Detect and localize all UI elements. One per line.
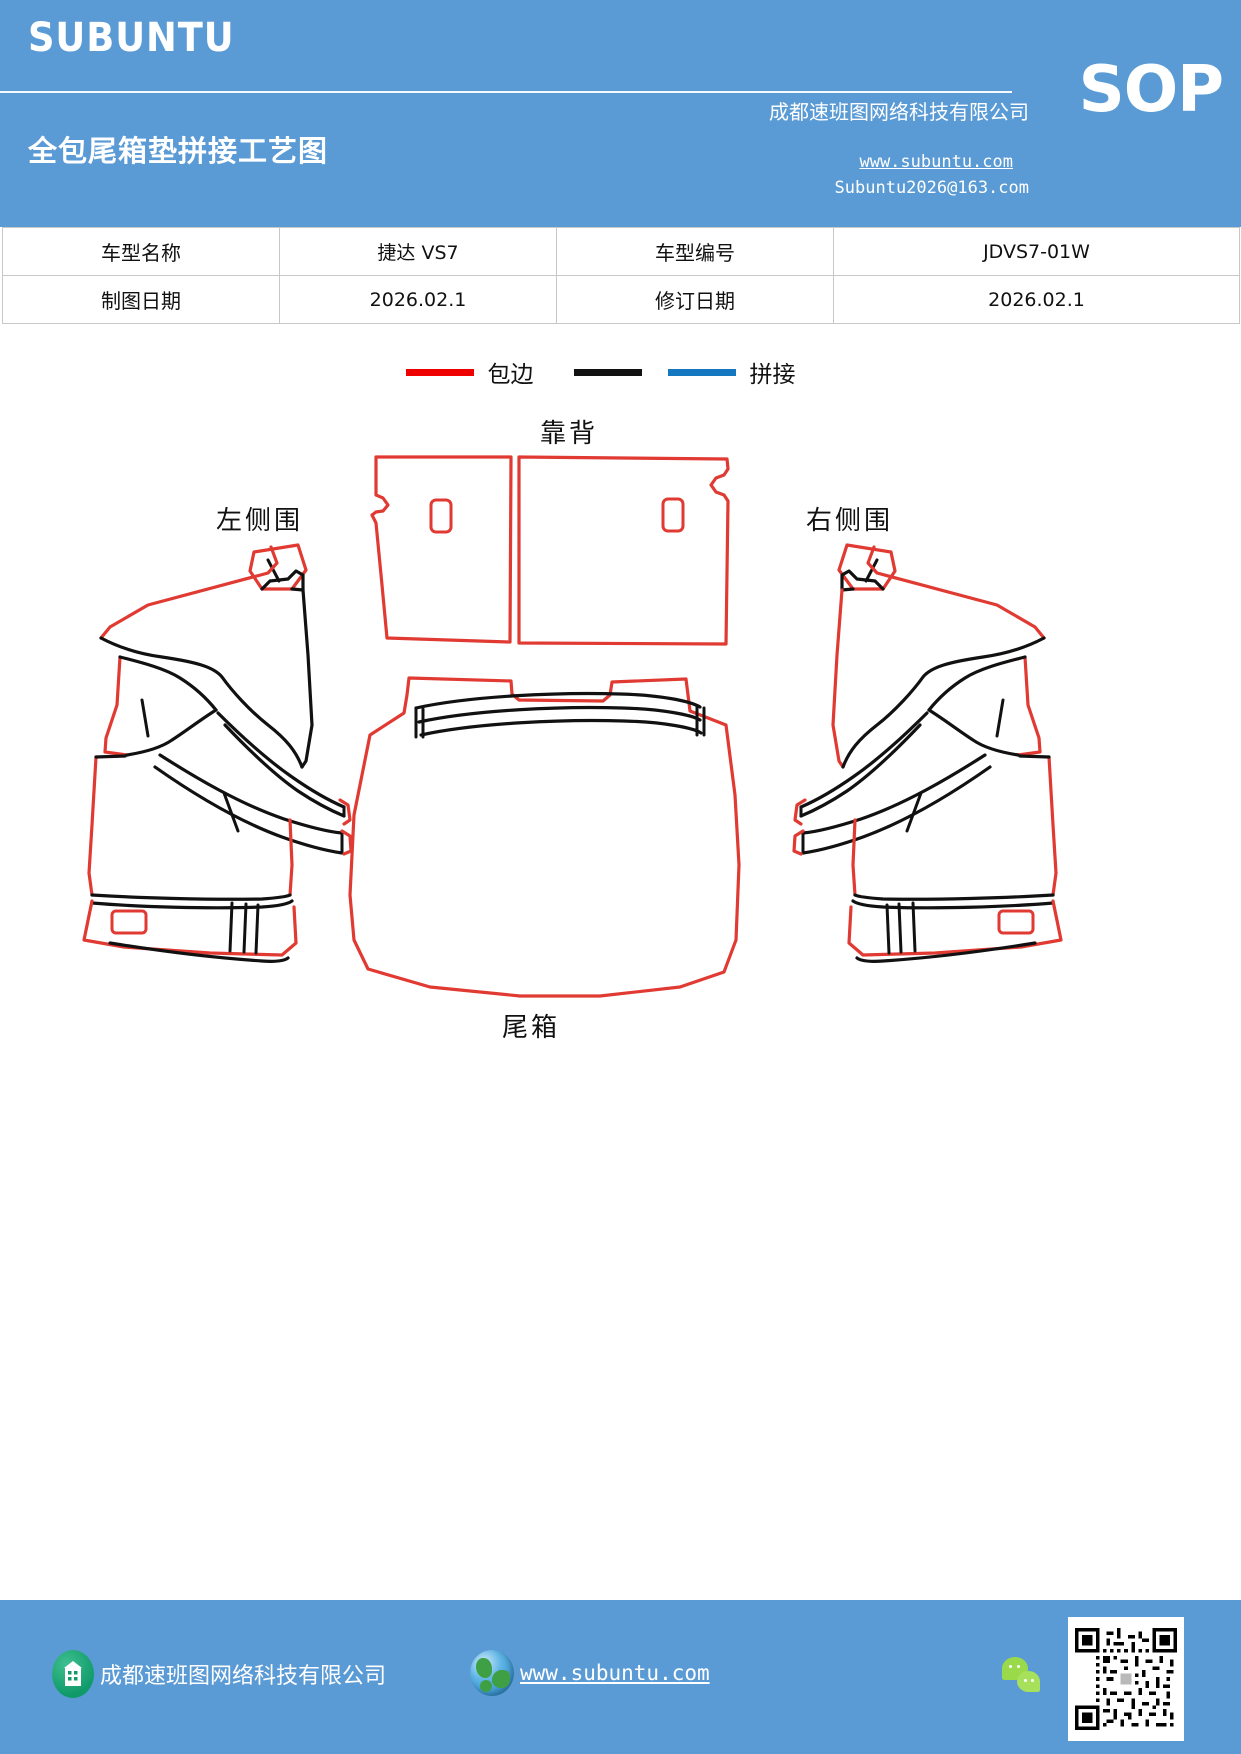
qr-code — [1068, 1617, 1184, 1741]
backrest-left-slot — [429, 498, 453, 534]
part-label-left-side: 左侧围 — [216, 506, 304, 535]
part-backrest-left — [370, 455, 513, 644]
building-icon — [52, 1650, 94, 1698]
legend-item-binding: 包边 — [405, 355, 574, 389]
label-model-code: 车型编号 — [556, 227, 834, 276]
part-backrest-right — [517, 455, 730, 646]
legend-label-binding: 包边 — [487, 362, 534, 387]
header-company-name: 成都速班图网络科技有限公司 — [769, 102, 1029, 124]
footer-company-name: 成都速班图网络科技有限公司 — [100, 1663, 387, 1688]
right-side-cutout — [997, 909, 1035, 935]
vehicle-info-table: 车型名称 捷达 VS7 车型编号 JDVS7-01W 制图日期 2026.02.… — [2, 227, 1240, 324]
footer-website-block[interactable]: www.subuntu.com — [470, 1650, 710, 1696]
table-row: 制图日期 2026.02.1 修订日期 2026.02.1 — [2, 275, 1240, 324]
value-draw-date: 2026.02.1 — [279, 275, 557, 324]
drawing-canvas — [82, 455, 1063, 998]
value-revise-date: 2026.02.1 — [833, 275, 1240, 324]
header-email: Subuntu2026@163.com — [834, 178, 1029, 198]
header-divider — [0, 91, 1012, 93]
page-title: 全包尾箱垫拼接工艺图 — [28, 134, 329, 168]
brand-logo: SUBUNTU — [28, 15, 235, 61]
table-row: 车型名称 捷达 VS7 车型编号 JDVS7-01W — [2, 227, 1240, 276]
legend-swatch-black-icon — [573, 368, 642, 376]
legend-item-splice: 拼接 — [573, 355, 836, 389]
label-revise-date: 修订日期 — [556, 275, 834, 324]
legend-swatch-blue-icon — [667, 368, 736, 376]
part-trunk-mat — [348, 676, 741, 998]
part-label-right-side: 右侧围 — [806, 506, 894, 535]
legend-label-splice: 拼接 — [749, 362, 796, 387]
part-label-backrest: 靠背 — [540, 419, 599, 448]
legend-swatch-red-icon — [405, 368, 474, 376]
legend: 包边 拼接 — [0, 355, 1241, 389]
wechat-icon — [1002, 1657, 1044, 1697]
value-model-name: 捷达 VS7 — [279, 227, 557, 276]
left-side-cutout — [110, 909, 148, 935]
page-footer: 成都速班图网络科技有限公司 www.subuntu.com — [0, 1600, 1241, 1754]
part-label-trunk: 尾箱 — [502, 1013, 561, 1042]
header-website-link[interactable]: www.subuntu.com — [859, 152, 1013, 172]
sop-badge: SOP — [1078, 53, 1224, 127]
technical-drawing: 靠背 左侧围 右侧围 尾箱 — [0, 395, 1241, 1095]
part-left-side — [82, 543, 353, 963]
label-model-name: 车型名称 — [2, 227, 280, 276]
globe-icon — [470, 1650, 514, 1696]
label-draw-date: 制图日期 — [2, 275, 280, 324]
footer-company-block: 成都速班图网络科技有限公司 — [52, 1650, 386, 1698]
page-header: SUBUNTU 全包尾箱垫拼接工艺图 SOP 成都速班图网络科技有限公司 www… — [0, 0, 1241, 227]
value-model-code: JDVS7-01W — [833, 227, 1240, 276]
part-right-side — [792, 543, 1063, 963]
backrest-right-slot — [661, 497, 685, 533]
footer-website-link[interactable]: www.subuntu.com — [520, 1661, 710, 1685]
